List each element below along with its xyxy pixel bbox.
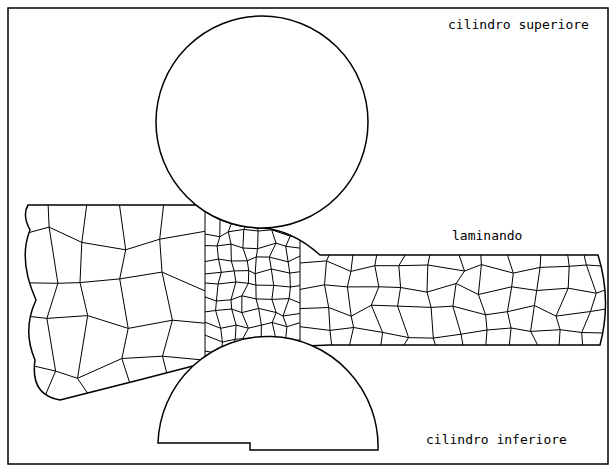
lower-roll [158, 336, 378, 450]
grain-boundary [10, 195, 205, 410]
part-label: cilindro inferiore [424, 432, 569, 447]
part-label: cilindro superiore [446, 17, 591, 32]
upper-roll [156, 16, 368, 228]
frame [8, 8, 608, 464]
grain-boundary [300, 245, 615, 355]
part-label: laminando [450, 228, 524, 243]
